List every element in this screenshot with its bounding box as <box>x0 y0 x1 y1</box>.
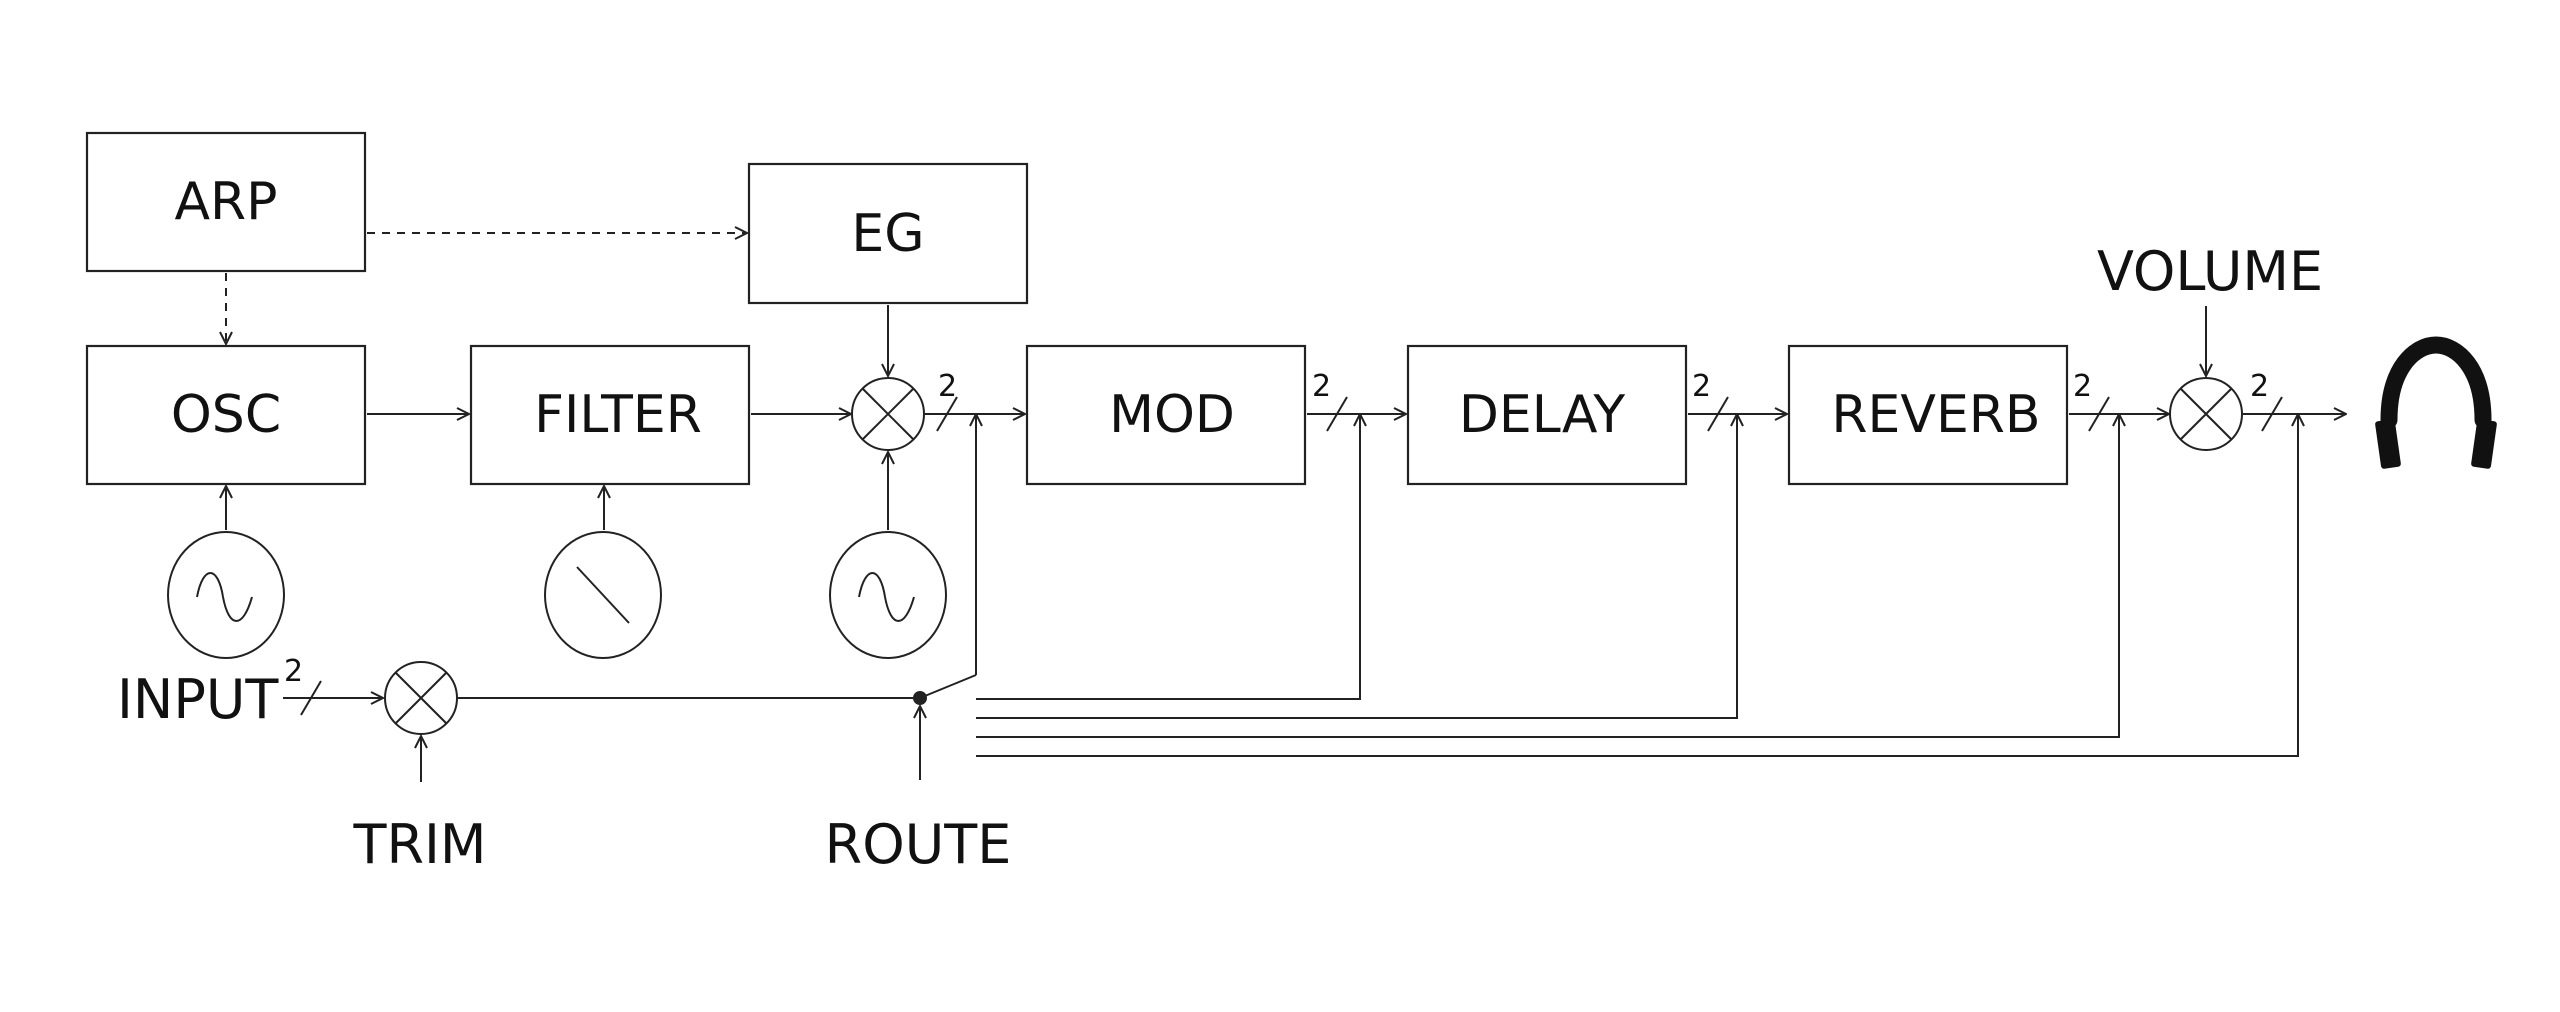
volume-label: VOLUME <box>2097 240 2323 303</box>
trim-node <box>384 661 458 735</box>
reverb-label: REVERB <box>1831 385 2040 445</box>
channel-mark-delay: 2 <box>1692 369 1729 432</box>
trim-label: TRIM <box>352 813 486 876</box>
input-label: INPUT <box>117 668 279 731</box>
arp-block: ARP <box>85 131 367 273</box>
eg-mixer-node <box>851 377 925 451</box>
channel-mark-mod: 2 <box>1312 369 1348 432</box>
headphones-icon <box>2375 336 2497 469</box>
osc-block: OSC <box>85 344 367 486</box>
filter-block: FILTER <box>469 344 751 486</box>
route-tap-volume <box>976 416 2120 738</box>
filter-knob <box>544 486 662 659</box>
channel-mark-volume: 2 <box>2250 369 2283 432</box>
route-tap-output <box>976 416 2299 757</box>
sine-wave-icon <box>196 572 253 622</box>
route-tap-delay <box>976 416 1361 700</box>
svg-text:2: 2 <box>1692 369 1711 404</box>
slash-icon <box>576 566 630 624</box>
channel-mark-eg-mixer: 2 <box>936 369 958 432</box>
channel-mark-input: 2 <box>284 654 322 716</box>
delay-label: DELAY <box>1459 385 1626 445</box>
mod-block: MOD <box>1025 344 1307 486</box>
sine-wave-icon <box>858 572 915 622</box>
svg-text:2: 2 <box>938 369 957 404</box>
eg-label: EG <box>851 204 924 264</box>
svg-text:2: 2 <box>1312 369 1331 404</box>
route-switch-blade <box>919 674 977 699</box>
arp-label: ARP <box>174 172 277 232</box>
eg-block: EG <box>747 162 1029 305</box>
osc-knob <box>167 486 285 659</box>
reverb-block: REVERB <box>1787 344 2069 486</box>
volume-node <box>2169 377 2243 451</box>
route-label: ROUTE <box>825 813 1012 876</box>
lfo-knob <box>829 452 947 659</box>
mod-label: MOD <box>1109 385 1235 445</box>
svg-text:2: 2 <box>2250 369 2269 404</box>
svg-text:2: 2 <box>2073 369 2092 404</box>
svg-text:2: 2 <box>284 654 303 689</box>
filter-label: FILTER <box>534 385 702 445</box>
route-tap-reverb <box>976 416 1738 719</box>
channel-mark-reverb: 2 <box>2073 369 2110 432</box>
delay-block: DELAY <box>1406 344 1688 486</box>
osc-label: OSC <box>171 385 281 445</box>
